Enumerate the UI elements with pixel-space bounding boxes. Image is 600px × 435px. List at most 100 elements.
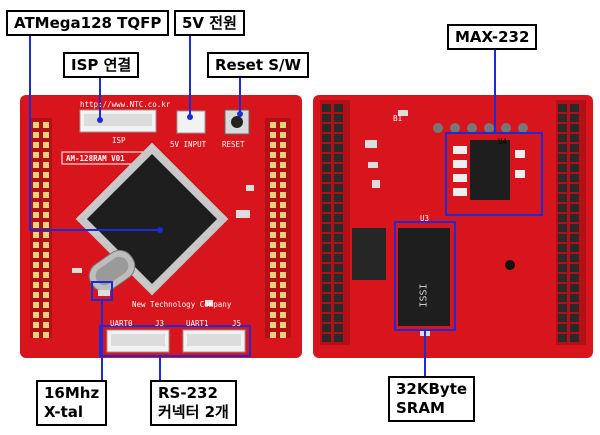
silk-reset: RESET [222,140,245,149]
header-pin [280,142,286,148]
highlight-lines [26,33,543,385]
header-pin [558,184,567,192]
header-pin [280,292,286,298]
header-pin [570,154,579,162]
header-pin [322,174,331,182]
silk-sram-chip: ISSI [418,283,430,308]
header-pin [322,214,331,222]
header-pin [334,114,343,122]
header-pin [334,164,343,172]
header-pin [270,302,276,308]
header-pin [322,284,331,292]
header-pin [570,114,579,122]
header-pin [322,244,331,252]
header-pin [558,264,567,272]
header-pin [334,254,343,262]
header-pin [280,222,286,228]
header-pin [33,162,39,168]
header-pin [33,152,39,158]
header-pin [43,302,49,308]
header-pin [558,124,567,132]
header-pin [322,124,331,132]
silk-j5: J5 [232,319,242,328]
header-pin [43,202,49,208]
header-pin [43,182,49,188]
header-pin [270,122,276,128]
header-pin [570,124,579,132]
header-pin [270,182,276,188]
header-pin [570,174,579,182]
header-pin [43,172,49,178]
label-power: 5V 전원 [174,10,245,36]
header-pin [280,212,286,218]
header-pin [558,114,567,122]
header-pin [558,144,567,152]
header-pin [334,154,343,162]
header-pin [33,272,39,278]
header-pin [570,274,579,282]
silk-company: New Technology Company [132,300,232,309]
header-pin [570,134,579,142]
header-pin [558,204,567,212]
silk-uart0: UART0 [110,319,133,328]
header-pin [33,212,39,218]
header-pin [558,174,567,182]
header-pin [558,304,567,312]
header-pin [334,264,343,272]
header-pin [33,142,39,148]
header-pin [280,242,286,248]
header-pin [280,252,286,258]
header-pin [280,282,286,288]
header-pin [558,194,567,202]
header-pin [558,134,567,142]
silk-url: http://www.NTC.co.kr [80,100,171,109]
label-reset: Reset S/W [207,52,310,78]
header-pin [334,184,343,192]
header-pin [270,212,276,218]
header-pin [33,312,39,318]
header-pin [280,262,286,268]
header-pin [280,172,286,178]
header-pin [43,252,49,258]
header-pin [322,274,331,282]
header-pin [334,204,343,212]
header-pin [33,202,39,208]
label-sram: 32KByte SRAM [388,376,476,422]
silk-model: AM-128RAM V01 [66,154,125,163]
header-pin [270,202,276,208]
header-pin [270,252,276,258]
header-pin [322,204,331,212]
header-pin [334,244,343,252]
header-pin [558,274,567,282]
header-pin [334,214,343,222]
header-pin [334,304,343,312]
header-pin [322,114,331,122]
header-pin [322,164,331,172]
silk-input: 5V INPUT [170,140,207,149]
header-pin [558,154,567,162]
header-pin [570,334,579,342]
header-pin [270,282,276,288]
header-pin [334,284,343,292]
header-pin [570,294,579,302]
header-pin [43,332,49,338]
header-pin [322,184,331,192]
header-pin [558,224,567,232]
header-pin [558,294,567,302]
header-pin [33,332,39,338]
header-pin [270,222,276,228]
latch-chip [352,228,386,280]
header-pin [43,122,49,128]
header-pin [270,312,276,318]
header-pin [570,184,579,192]
header-pin [334,334,343,342]
header-pin [43,322,49,328]
header-pin [43,312,49,318]
header-pin [280,322,286,328]
header-pin [558,234,567,242]
header-pin [558,214,567,222]
header-pin [334,324,343,332]
header-pin [33,322,39,328]
header-pin [43,232,49,238]
header-pin [280,232,286,238]
